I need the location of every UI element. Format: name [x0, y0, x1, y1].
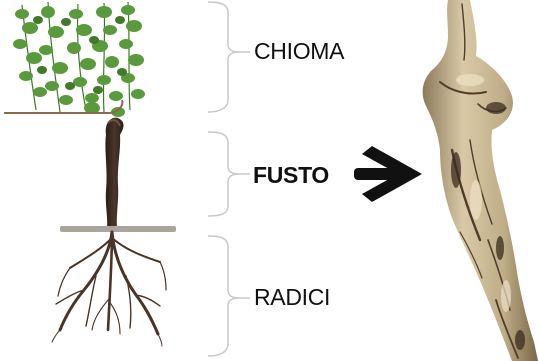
soil-line: [60, 226, 176, 232]
trunk-photo: [423, 0, 538, 361]
vine-illustration: [4, 2, 176, 346]
label-roots: RADICI: [254, 284, 330, 311]
crown-foliage: [13, 2, 145, 117]
label-trunk: FUSTO: [253, 162, 329, 189]
bracket-crown: [208, 2, 250, 112]
bracket-roots: [208, 236, 250, 356]
vine-trunk: [105, 118, 123, 228]
vine-roots: [52, 232, 166, 346]
label-crown: CHIOMA: [254, 38, 344, 65]
bracket-trunk: [208, 132, 250, 216]
arrow-right-icon: [354, 146, 422, 202]
